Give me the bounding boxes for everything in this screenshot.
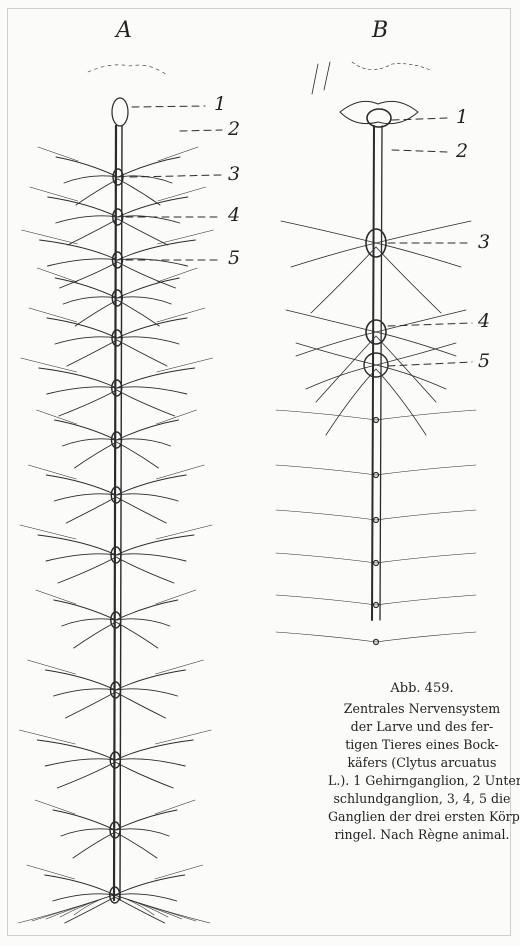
label-b-3: 3 — [478, 231, 490, 253]
caption-title: Abb. 459. — [328, 680, 516, 698]
panel-label-a: A — [116, 18, 132, 43]
label-b-5: 5 — [478, 350, 490, 372]
label-b-2: 2 — [456, 140, 468, 162]
label-b-1: 1 — [456, 106, 468, 128]
larva-nerve-cord — [88, 65, 168, 900]
caption-line: L.). 1 Gehirnganglion, 2 Unter- — [328, 772, 516, 790]
caption-line: schlundganglion, 3, 4, 5 die — [328, 790, 516, 808]
caption-line: tigen Tieres eines Bock- — [328, 736, 516, 754]
label-a-1: 1 — [214, 93, 226, 115]
leader-lines-a — [126, 106, 222, 260]
figure-caption: Abb. 459. Zentrales Nervensystem der Lar… — [328, 680, 516, 844]
panel-label-b: B — [372, 18, 388, 43]
caption-line: ringel. Nach Règne animal. — [328, 826, 516, 844]
adult-nerve-branches — [276, 221, 476, 645]
label-a-4: 4 — [228, 204, 240, 226]
caption-line: käfers (Clytus arcuatus — [328, 754, 516, 772]
label-a-3: 3 — [228, 163, 240, 185]
caption-line: Zentrales Nervensystem — [328, 700, 516, 718]
label-b-4: 4 — [478, 310, 490, 332]
caption-line: der Larve und des fer- — [328, 718, 516, 736]
label-a-2: 2 — [228, 118, 240, 140]
caption-line: Ganglien der drei ersten Körper- — [328, 808, 516, 826]
label-a-5: 5 — [228, 247, 240, 269]
